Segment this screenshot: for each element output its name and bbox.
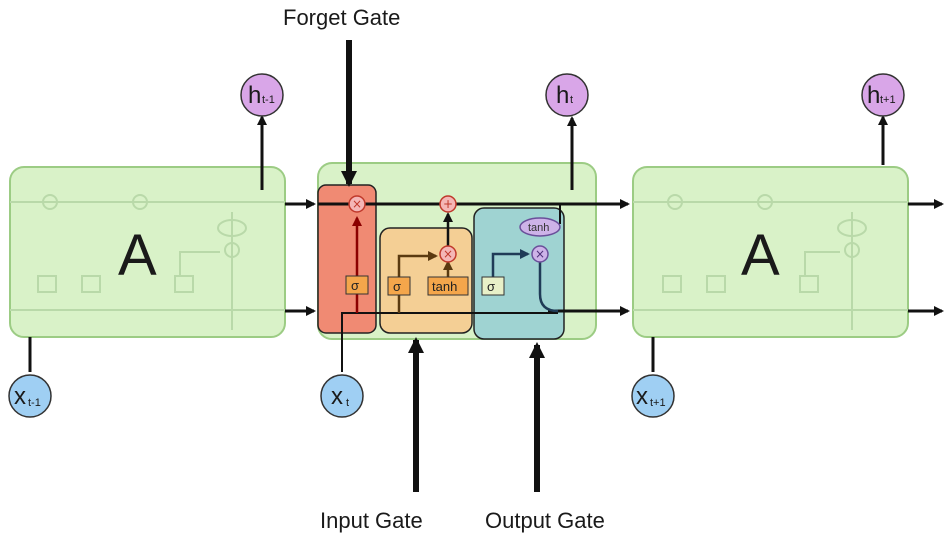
cell-left-label: A <box>118 223 157 288</box>
output-sigma-box: σ <box>481 276 505 296</box>
output-sigma-label: σ <box>487 279 495 294</box>
cell-right: A <box>632 166 909 338</box>
input-multiply-icon: × <box>439 245 457 263</box>
svg-text:h: h <box>867 82 880 109</box>
svg-text:t+1: t+1 <box>650 397 666 409</box>
output-multiply-icon: × <box>531 245 549 263</box>
svg-text:t+1: t+1 <box>880 94 896 106</box>
input-tanh-box: tanh <box>427 276 469 296</box>
h-prev-node: h t-1 <box>240 73 284 117</box>
cell-add-icon: + <box>439 195 457 213</box>
x-input-line <box>341 312 558 372</box>
h-curr-node: h t <box>545 73 589 117</box>
forget-sigma-box: σ <box>345 275 369 295</box>
cell-left-faint-internals <box>10 194 285 330</box>
svg-text:x: x <box>14 383 26 410</box>
input-sigma-box: σ <box>387 276 411 296</box>
input-sigma-label: σ <box>393 279 401 294</box>
svg-text:h: h <box>248 82 261 109</box>
x-curr-node: x t <box>320 374 364 418</box>
svg-text:×: × <box>443 247 453 261</box>
svg-text:t: t <box>346 397 349 409</box>
output-gate-label: Output Gate <box>485 508 605 533</box>
output-gate-region <box>473 207 565 340</box>
x-prev-node: x t-1 <box>8 374 52 418</box>
cell-left: A <box>9 166 286 338</box>
input-gate-label: Input Gate <box>320 508 423 533</box>
svg-text:+: + <box>443 197 453 211</box>
input-tanh-label: tanh <box>432 279 457 294</box>
forget-gate-region <box>317 184 377 334</box>
forget-sigma-label: σ <box>351 278 359 293</box>
svg-text:×: × <box>535 247 545 261</box>
svg-text:x: x <box>331 383 343 410</box>
x-next-node: x t+1 <box>631 374 675 418</box>
cell-right-faint-internals <box>633 194 908 330</box>
svg-text:h: h <box>556 82 569 109</box>
svg-text:t: t <box>570 94 573 106</box>
svg-text:t-1: t-1 <box>28 397 41 409</box>
h-next-node: h t+1 <box>861 73 905 117</box>
svg-text:tanh: tanh <box>528 222 549 234</box>
cell-right-label: A <box>741 223 780 288</box>
forget-multiply-icon: × <box>348 195 366 213</box>
output-sigma-path <box>491 249 530 277</box>
svg-text:t-1: t-1 <box>262 94 275 106</box>
output-tanh-oval: tanh <box>519 217 561 237</box>
forget-gate-label: Forget Gate <box>283 5 400 30</box>
svg-text:x: x <box>636 383 648 410</box>
output-mul-to-h <box>538 262 559 313</box>
svg-text:×: × <box>352 197 362 211</box>
